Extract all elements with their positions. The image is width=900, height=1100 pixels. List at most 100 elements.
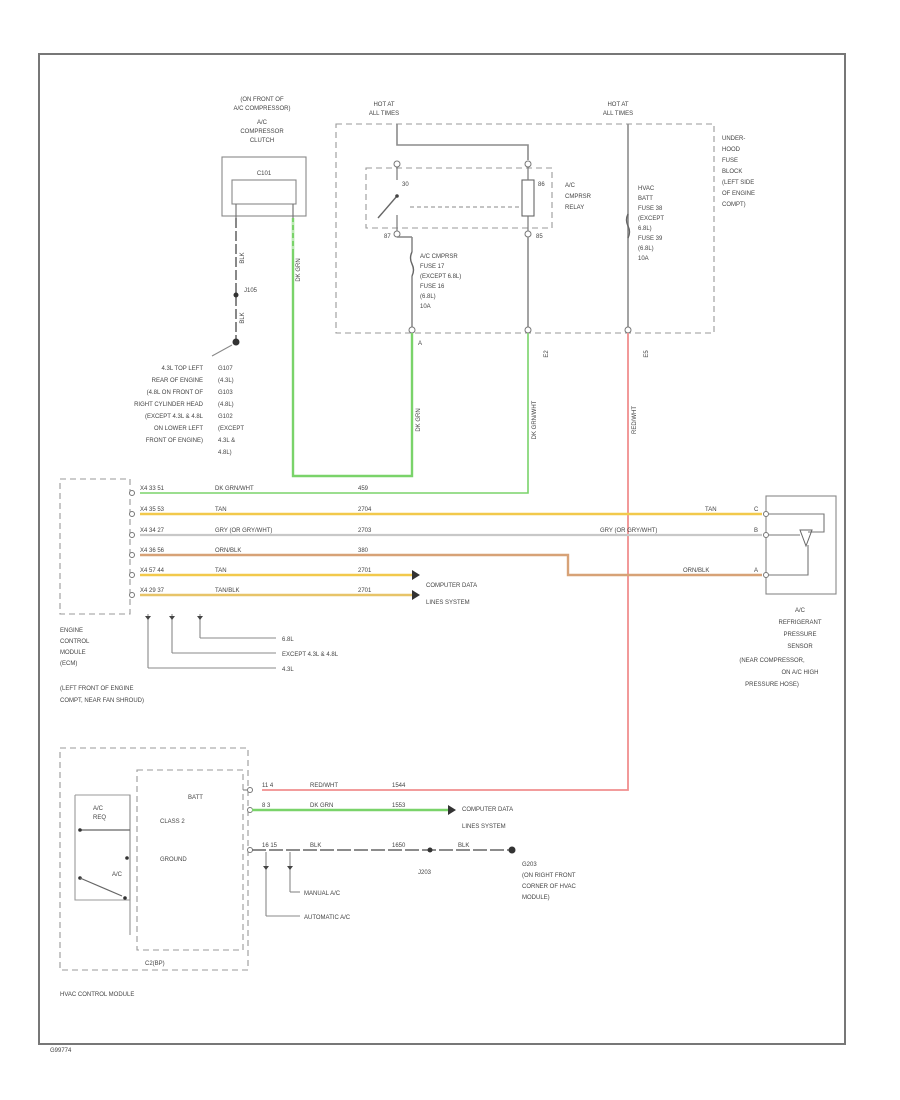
switch-2-arm xyxy=(79,877,123,897)
wire-red-wht-batt xyxy=(262,333,629,791)
ecm-row-1-wire: DK GRN/WHT xyxy=(215,486,254,492)
engine-control-module: X4 33 51 DK GRN/WHT 459 X4 35 53 TAN 270… xyxy=(59,478,477,704)
switch-2-contact xyxy=(123,896,127,900)
data-arrow-1 xyxy=(412,570,420,580)
data-arrow-2 xyxy=(412,590,420,600)
ecm-row-2-circuit: 2704 xyxy=(358,507,372,513)
ecm-row-1-circuit: 459 xyxy=(358,486,369,492)
fuse-block-pin-e2 xyxy=(524,326,532,334)
ecm-row-4-wire: ORN/BLK xyxy=(215,548,241,554)
sensor-wire-3: ORN/BLK xyxy=(683,568,709,574)
compressor-hot-wire-label: DK GRN xyxy=(296,258,302,281)
ground-note-line-6: ON LOWER LEFT xyxy=(154,426,203,432)
fuse-right-3: FUSE 38 xyxy=(638,206,663,212)
sensor-element xyxy=(799,529,813,548)
sensor-name-6: ON A/C HIGH xyxy=(781,670,818,676)
hvac-module-name: HVAC CONTROL MODULE xyxy=(60,992,134,998)
fuse-block-name-1: UNDER- xyxy=(722,136,745,142)
sensor-name-4: SENSOR xyxy=(787,644,813,650)
relay-terminal-30 xyxy=(393,160,401,168)
ground-note-right-8: 4.8L) xyxy=(218,450,232,456)
sensor-pin-a-label: A xyxy=(754,568,758,574)
ecm-row-6-wire: TAN/BLK xyxy=(215,588,240,594)
ecm-name-2: CONTROL xyxy=(60,639,90,645)
g203-line-3: CORNER OF HVAC xyxy=(522,884,577,890)
relay-85-wire-label: DK GRN/WHT xyxy=(532,400,538,439)
data-link-1-line-1: COMPUTER DATA xyxy=(426,583,477,589)
ecm-pin-2 xyxy=(129,511,135,517)
relay-switch-arm xyxy=(377,195,398,219)
relay-label-2: CMPRSR xyxy=(565,194,592,200)
fuse-right-7: (6.8L) xyxy=(638,246,654,252)
fuse-block-name-2: HOOD xyxy=(722,147,741,153)
fuse-right-1: HVAC xyxy=(638,186,655,192)
ground-note-right-1: G107 xyxy=(218,366,233,372)
pin-e5-label: E5 xyxy=(644,350,650,358)
wire-dk-grn-wht-relay xyxy=(140,333,529,494)
ecm-row-5-pins: X4 57 44 xyxy=(140,568,165,574)
hvac-pin-ground xyxy=(247,847,253,853)
ground-note-line-7: FRONT OF ENGINE) xyxy=(146,438,203,444)
switch-1-line-1: A/C xyxy=(93,806,104,812)
variant-marker-3 xyxy=(197,616,203,620)
sensor-internal-1 xyxy=(769,513,825,533)
ecm-box xyxy=(59,478,131,615)
compressor-title-3: CLUTCH xyxy=(250,138,274,144)
switch-1-contact-b xyxy=(125,856,129,860)
hvac-data-link-1: COMPUTER DATA xyxy=(462,807,513,813)
fuse-a-wire-label: DK GRN xyxy=(416,408,422,431)
hvac-module-outline xyxy=(59,747,249,971)
pin-e2-label: E2 xyxy=(544,350,550,358)
splice-j105-label: J105 xyxy=(244,288,258,294)
fuse-left-4: FUSE 16 xyxy=(420,284,445,290)
ecm-variant-2: EXCEPT 4.3L & 4.8L xyxy=(282,652,339,658)
compressor-inner xyxy=(231,179,297,205)
ground-g203 xyxy=(508,846,516,854)
ecm-pin-4 xyxy=(129,552,135,558)
ecm-name-1: ENGINE xyxy=(60,628,83,634)
ground-note-line-3: (4.8L ON FRONT OF xyxy=(147,390,204,396)
ecm-pin-5 xyxy=(129,572,135,578)
fuse-38-element xyxy=(625,213,631,239)
compressor-box xyxy=(221,156,307,217)
relay-terminal-87 xyxy=(393,230,401,238)
ecm-pin-6 xyxy=(129,592,135,598)
ground-location-notes: 4.3L TOP LEFT REAR OF ENGINE (4.8L ON FR… xyxy=(134,366,244,456)
fuse-block-name-6: OF ENGINE xyxy=(722,191,755,197)
fuse-block-outline xyxy=(335,123,715,334)
fuse-left-6: 10A xyxy=(420,304,431,310)
compressor-ground-label: BLK xyxy=(240,252,246,263)
pin-a-label: A xyxy=(418,341,422,347)
ecm-row-4-circuit: 380 xyxy=(358,548,369,554)
sensor-pin-b-label: B xyxy=(754,528,758,534)
switch-1-contact xyxy=(78,828,82,832)
relay-feed-wire xyxy=(396,124,529,160)
splice-j203 xyxy=(427,847,433,853)
sensor-name-1: A/C xyxy=(795,608,806,614)
relay-label-3: RELAY xyxy=(565,205,584,211)
ground-g107 xyxy=(232,338,240,346)
fuse-left-3: (EXCEPT 6.8L) xyxy=(420,274,461,280)
ecm-row-3-pins: X4 34 27 xyxy=(140,528,165,534)
relay-terminal-85 xyxy=(524,230,532,238)
fuse-right-4: (EXCEPT xyxy=(638,216,664,222)
ground-note-right-6: (EXCEPT xyxy=(218,426,244,432)
fuse-block-name-4: BLOCK xyxy=(722,169,742,175)
hvac-control-module: BATT CLASS 2 GROUND A/C REQ A/C 11 4 RED… xyxy=(59,747,577,998)
ecm-row-2-pins: X4 35 53 xyxy=(140,507,165,513)
hvac-variant-2: AUTOMATIC A/C xyxy=(304,915,351,921)
hvac-row-2-pins: 8 3 xyxy=(262,803,271,809)
hvac-ground-label: GROUND xyxy=(160,857,187,863)
ecm-row-4-pins: X4 36 56 xyxy=(140,548,165,554)
fuse-17-element xyxy=(409,251,415,277)
sensor-internal-3 xyxy=(769,545,809,576)
fuse-block-pin-a xyxy=(408,326,416,334)
relay-terminal-86 xyxy=(524,160,532,168)
ground-note-line-4: RIGHT CYLINDER HEAD xyxy=(134,402,204,408)
compressor-location-1: (ON FRONT OF xyxy=(240,97,284,103)
hvac-variant-1: MANUAL A/C xyxy=(304,891,341,897)
sensor-wire-2: GRY (OR GRY/WHT) xyxy=(600,528,657,534)
fuse-right-8: 10A xyxy=(638,256,649,262)
data-link-1-line-2: LINES SYSTEM xyxy=(426,600,470,606)
